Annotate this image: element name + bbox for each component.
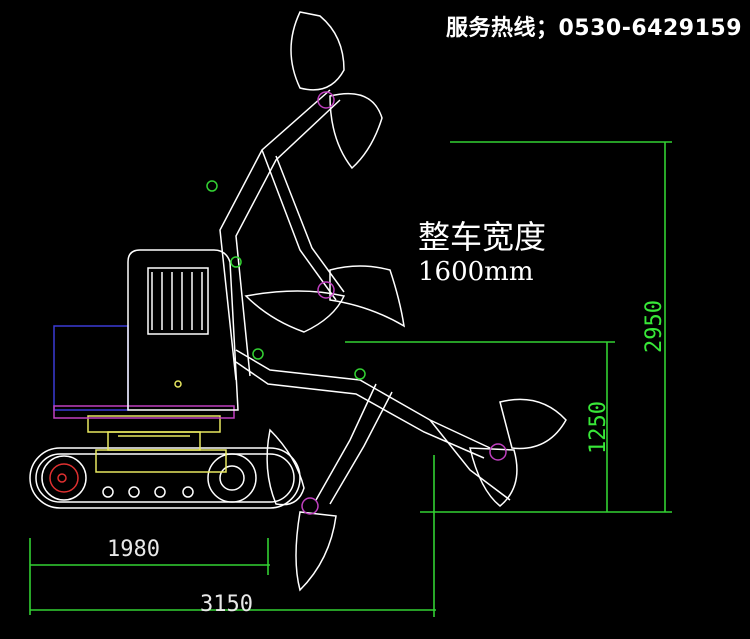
bucket-right-down [469,447,518,507]
cab-window [147,267,209,335]
counterweight [53,325,129,411]
vehicle-width-value: 1600mm [418,257,534,287]
drive-sprocket [41,455,87,501]
roller-3 [154,486,166,498]
service-hotline: 服务热线；0530-6429159 [445,16,742,41]
pin-upper [317,91,335,109]
bucket-low-bottom [295,511,337,592]
turntable-lower [107,431,201,451]
bucket-mid-left [244,290,346,333]
dimension-2950-label: 2950 [641,300,667,353]
arm-upper-outline [261,149,337,301]
arm-lower-inner [329,391,393,505]
dimension-3150-label: 3150 [200,592,253,617]
track-undercarriage [29,447,301,509]
boom-upper-outline [219,89,331,381]
upper-structure [53,249,239,419]
bucket-low-left [266,428,305,506]
dimension-1980-label: 1980 [107,537,160,562]
arm-lower-extended [429,419,511,501]
boom-upper-inner [235,99,341,377]
arm-lower-outline [315,383,377,501]
boom-upper-position [219,11,405,381]
roller-2 [128,486,140,498]
boom-lower-position [235,349,567,592]
bucket-upper-right [329,92,383,170]
hydraulic-details [57,91,507,515]
dimension-1250-label: 1250 [585,401,611,454]
pin-boom-upper [206,180,218,192]
pin-boom-mid [230,256,242,268]
sprocket-hub [49,463,79,493]
track-inner [35,453,295,503]
boom-lower-inner [235,361,485,459]
bucket-upper-top [290,11,345,91]
bucket-mid-right [329,265,405,328]
pin-boom-base [252,348,264,360]
roller-1 [102,486,114,498]
roller-4 [182,486,194,498]
deck-plate [53,405,235,419]
pin-boom-lower [354,368,366,380]
vehicle-width-title: 整车宽度 [418,218,547,256]
arm-upper-inner [275,155,345,293]
bucket-right-curl [499,398,567,450]
boom-lower-outline [235,349,491,449]
turntable [87,415,221,451]
cab-marker [174,380,182,388]
sprocket-center [57,473,67,483]
pin-low [301,497,319,515]
pin-mid [317,281,335,299]
pin-right [489,443,507,461]
track-outline [29,447,301,509]
cab-body [127,249,239,411]
idler-hub [219,465,245,491]
idler-wheel [207,453,257,503]
dimension-lines [29,141,672,617]
